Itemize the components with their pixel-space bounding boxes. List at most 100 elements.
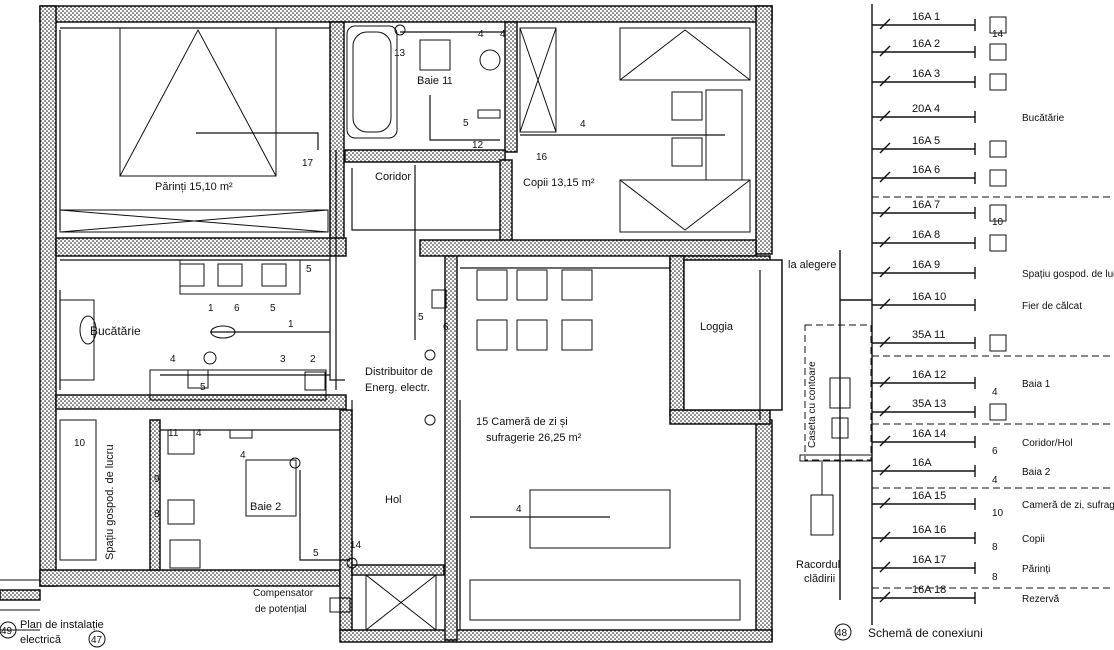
outer-wall-top bbox=[39, 5, 773, 23]
circuit-rating: 16A 6 bbox=[912, 164, 940, 176]
svg-text:4: 4 bbox=[516, 504, 522, 515]
wall-corridor-top bbox=[344, 149, 506, 163]
circuit-rating: 16A 7 bbox=[912, 199, 940, 211]
circuit-note: 6 bbox=[992, 446, 998, 457]
room-kitchen: Bucătărie bbox=[90, 324, 141, 338]
breaker-symbol bbox=[879, 435, 891, 447]
breaker-symbol bbox=[879, 336, 891, 348]
wall-hall-bottom bbox=[351, 564, 445, 576]
circuit-note: 4 bbox=[992, 475, 998, 486]
appliance-icon bbox=[989, 73, 1007, 91]
circuit-rating: 16A 15 bbox=[912, 490, 946, 502]
svg-text:4: 4 bbox=[170, 354, 176, 365]
svg-text:8: 8 bbox=[154, 509, 160, 520]
outer-wall-bottom-left bbox=[39, 569, 341, 587]
circuit-row: 35A 13 bbox=[872, 398, 1007, 421]
svg-text:11: 11 bbox=[168, 428, 179, 439]
svg-text:5: 5 bbox=[313, 548, 319, 559]
breaker-symbol bbox=[879, 464, 891, 476]
circuit-note: 10 bbox=[992, 217, 1004, 228]
appliance-icon bbox=[989, 403, 1007, 421]
circuit-row: 16A 2 bbox=[872, 38, 1007, 61]
circuit-rating: 35A 11 bbox=[912, 329, 945, 341]
svg-text:2: 2 bbox=[310, 354, 316, 365]
plan-labels: Părinți 15,10 m² Baie 1 Coridor Copii 13… bbox=[0, 29, 734, 648]
circuit-row: 16A 15 10 Cameră de zi, sufrageria bbox=[872, 490, 1114, 519]
circuit-label: Bucătărie bbox=[1022, 113, 1065, 124]
breaker-symbol bbox=[879, 497, 891, 509]
equipotential-line1: Compensator bbox=[253, 588, 314, 599]
circuit-row: 16A 6 bbox=[872, 164, 1007, 187]
svg-text:5: 5 bbox=[418, 312, 424, 323]
circuit-label: Baia 1 bbox=[1022, 379, 1051, 390]
wall-utility-bath2 bbox=[149, 419, 161, 571]
svg-text:12: 12 bbox=[472, 140, 484, 151]
circuit-row: 16A 14 6 Coridor/Hol bbox=[872, 428, 1073, 457]
svg-text:13: 13 bbox=[394, 48, 406, 59]
equipotential-icon bbox=[329, 597, 351, 613]
breaker-symbol bbox=[879, 110, 891, 122]
circuit-rating: 16A 14 bbox=[912, 428, 946, 440]
equipotential-line2: de potențial bbox=[255, 604, 307, 615]
floor-plan bbox=[0, 5, 783, 643]
circuit-label: Spațiu gospod. de lucru bbox=[1022, 269, 1114, 280]
svg-text:14: 14 bbox=[350, 540, 362, 551]
distributor-line1: Distribuitor de bbox=[365, 366, 433, 378]
room-children: Copii 13,15 m² bbox=[523, 177, 595, 189]
circuit-rating: 20A 4 bbox=[912, 103, 940, 115]
caption-line2: electrică bbox=[20, 634, 62, 646]
circuit-row: 16A 5 bbox=[872, 135, 1007, 158]
breaker-symbol bbox=[879, 236, 891, 248]
room-bath1: Baie 1 bbox=[417, 75, 448, 87]
circuit-label: Fier de călcat bbox=[1022, 301, 1082, 312]
svg-text:16: 16 bbox=[536, 152, 548, 163]
circuit-row: 16A 3 bbox=[872, 68, 1007, 91]
svg-text:4: 4 bbox=[240, 450, 246, 461]
wall-parents-kitchen bbox=[55, 237, 347, 257]
svg-text:6: 6 bbox=[443, 322, 449, 333]
circuit-rating: 16A 8 bbox=[912, 229, 940, 241]
svg-text:3: 3 bbox=[280, 354, 286, 365]
room-living-line2: sufragerie 26,25 m² bbox=[486, 432, 582, 444]
svg-text:5: 5 bbox=[270, 303, 276, 314]
outer-wall-right-lower bbox=[755, 419, 773, 641]
room-parents: Părinți 15,10 m² bbox=[155, 181, 233, 193]
breaker-symbol bbox=[879, 142, 891, 154]
circuit-note: 8 bbox=[992, 542, 998, 553]
caption-ref: 47 bbox=[91, 635, 103, 646]
schema-number: 48 bbox=[836, 628, 848, 639]
circuit-row: 20A 4 Bucătărie bbox=[872, 103, 1065, 124]
outer-wall-left bbox=[39, 5, 57, 587]
appliance-icon bbox=[989, 169, 1007, 187]
connection-line2: clădirii bbox=[804, 573, 835, 585]
circuit-rating: 16A 1 bbox=[912, 11, 940, 23]
breaker-symbol bbox=[879, 206, 891, 218]
appliance-icon bbox=[989, 43, 1007, 61]
cable-runs bbox=[59, 27, 761, 630]
breaker-symbol bbox=[879, 405, 891, 417]
caption-number: 49 bbox=[1, 626, 13, 637]
distributor-line2: Energ. electr. bbox=[365, 382, 430, 394]
circuit-rating: 16A 10 bbox=[912, 291, 946, 303]
circuit-label: Copii bbox=[1022, 534, 1045, 545]
circuit-label: Cameră de zi, sufrageria bbox=[1022, 500, 1114, 511]
circuit-label: Baia 2 bbox=[1022, 467, 1051, 478]
circuit-label: Coridor/Hol bbox=[1022, 438, 1073, 449]
svg-text:1: 1 bbox=[288, 319, 294, 330]
svg-text:5: 5 bbox=[200, 382, 206, 393]
svg-text:4: 4 bbox=[500, 29, 506, 40]
circuit-rating: 16A 5 bbox=[912, 135, 940, 147]
caption-line1: Plan de instalație bbox=[20, 619, 104, 631]
circuit-rating: 16A 3 bbox=[912, 68, 940, 80]
room-loggia: Loggia bbox=[700, 321, 734, 333]
circuit-row: 16A 8 bbox=[872, 229, 1007, 252]
breaker-symbol bbox=[879, 18, 891, 30]
circuit-rating: 16A 9 bbox=[912, 259, 940, 271]
circuit-note: 10 bbox=[992, 508, 1004, 519]
circuit-label: Părinți bbox=[1022, 564, 1050, 575]
circuit-row: 35A 11 bbox=[872, 329, 1007, 352]
outlet-markers bbox=[79, 24, 501, 613]
